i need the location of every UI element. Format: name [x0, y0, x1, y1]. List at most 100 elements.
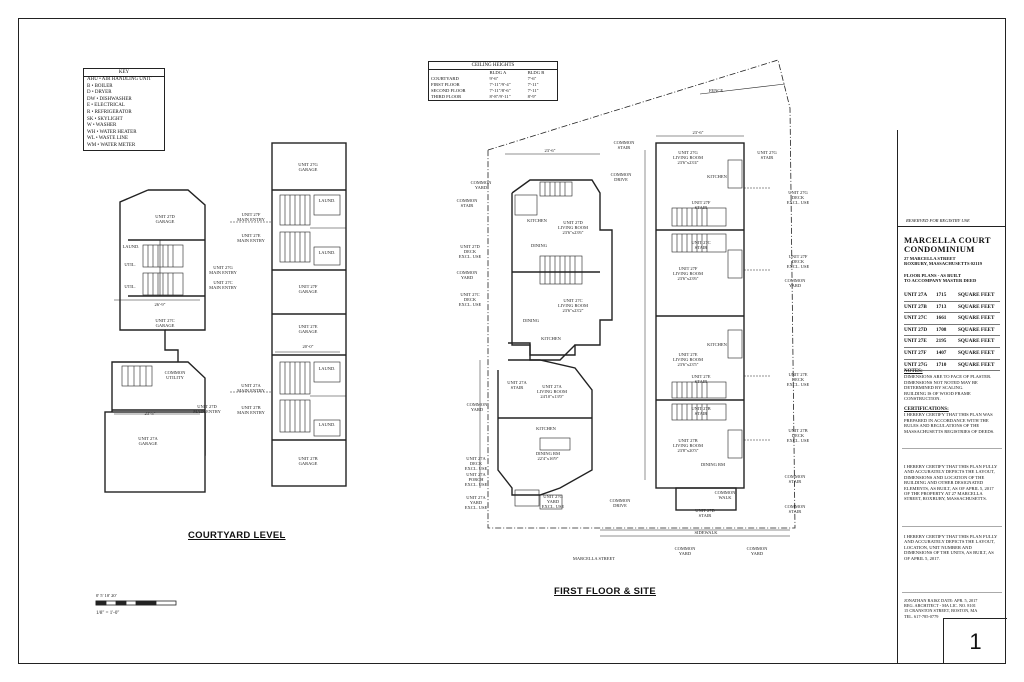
site-boundary — [487, 59, 796, 529]
common-stair-label: COMMON STAIR — [613, 140, 635, 150]
dimension-lines — [114, 135, 744, 488]
unit-area: 1661 — [936, 315, 947, 322]
dining-room-label: DINING RM — [700, 462, 726, 467]
common-yard-label: COMMON YARD — [674, 546, 696, 556]
common-drive-label: COMMON DRIVE — [610, 172, 632, 182]
common-stair-label: COMMON STAIR — [456, 198, 478, 208]
porch-27a-label: UNIT 27A PORCH EXCL. USE — [464, 472, 488, 487]
stair-27c-label: UNIT 27C STAIR — [691, 240, 711, 250]
common-stair-label: COMMON STAIR — [784, 504, 806, 514]
unit-27d-garage-label: UNIT 27D GARAGE — [155, 214, 175, 224]
table-cell: THIRD FLOOR — [431, 94, 462, 99]
key-item: WH • WATER HEATER — [87, 129, 137, 135]
table-cell: FIRST FLOOR — [431, 82, 460, 87]
yard-27a-label: UNIT 27A YARD EXCL. USE — [464, 495, 488, 510]
living-room-27g-label: UNIT 27G LIVING ROOM 23'6"x23'4" — [672, 150, 704, 165]
kitchen-label: KITCHEN — [536, 426, 556, 431]
unit-27c-garage-label: UNIT 27C GARAGE — [155, 318, 175, 328]
unit-27f-garage-label: UNIT 27F GARAGE — [298, 284, 318, 294]
unit-area-unit: SQUARE FEET — [958, 292, 995, 298]
living-room-27b-label: UNIT 27B LIVING ROOM 23'8"x20'3" — [672, 438, 704, 453]
common-yard-label: COMMON YARD — [456, 270, 478, 280]
dimension-label: 23'-5" — [144, 411, 156, 416]
unit-name: UNIT 27B — [904, 303, 927, 310]
dimension-label: 23'-6" — [544, 148, 556, 153]
main-entry-label: UNIT 27A MAIN ENTRY — [237, 383, 265, 393]
table-cell: 9'-6" — [489, 76, 499, 81]
ceiling-heights-table: CEILING HEIGHTS BLDG A BLDG B COURTYARD … — [428, 61, 558, 101]
table-row: FIRST FLOOR 7'-11"/9'-4" 7'-11" — [429, 82, 557, 88]
notes-section: NOTES: DIMENSIONS ARE TO FACE OF PLASTER… — [904, 368, 1000, 401]
key-item: AHU • AIR HANDLING UNIT — [87, 77, 152, 82]
key-item: W • WASHER — [87, 123, 117, 129]
courtyard-left-building — [104, 189, 206, 493]
table-cell: 7'-11" — [527, 82, 539, 87]
living-room-27e-label: UNIT 27E LIVING ROOM 23'6"x23'5" — [672, 352, 704, 367]
stair-27a-label: UNIT 27A STAIR — [507, 380, 527, 390]
certification-2: I HEREBY CERTIFY THAT THIS PLAN FULLY AN… — [904, 464, 998, 502]
yard-27g-label: UNIT 27G YARD EXCL. USE — [541, 494, 565, 509]
building-b-first-floor — [655, 142, 745, 511]
key-title: KEY — [84, 69, 164, 77]
courtyard-right-stairs — [230, 194, 346, 437]
courtyard-level-title: COURTYARD LEVEL — [188, 530, 286, 541]
living-room-27f-label: UNIT 27F LIVING ROOM 23'6"x23'6" — [672, 266, 704, 281]
unit-area-unit: SQUARE FEET — [958, 361, 995, 368]
unit-area-unit: SQUARE FEET — [958, 315, 995, 322]
key-item: D • DRYER — [87, 90, 112, 96]
sidewalk-label: SIDEWALK — [694, 530, 718, 535]
unit-area: 1715 — [936, 292, 947, 298]
table-header: BLDG A — [489, 70, 507, 75]
table-cell: 8'-9" — [527, 94, 537, 99]
unit-area-unit: SQUARE FEET — [958, 326, 995, 333]
main-entry-label: UNIT 27D MAIN ENTRY — [193, 404, 221, 414]
unit-area-unit: SQUARE FEET — [958, 338, 995, 345]
main-entry-label: UNIT 27B MAIN ENTRY — [237, 405, 265, 415]
unit-name: UNIT 27E — [904, 338, 927, 345]
common-yard-label: COMMON YARD — [466, 402, 488, 412]
main-entry-label: UNIT 27G MAIN ENTRY — [209, 265, 237, 275]
unit-area: 1708 — [936, 326, 947, 333]
kitchen-label: KITCHEN — [541, 336, 561, 341]
laund-label: LAUND. — [122, 244, 140, 249]
table-row: THIRD FLOOR 8'-8"/9'-11" 8'-9" — [429, 94, 557, 100]
deck-27d-label: UNIT 27D DECK EXCL. USE — [458, 244, 482, 259]
unit-27a-garage-label: UNIT 27A GARAGE — [138, 436, 158, 446]
unit-name: UNIT 27F — [904, 349, 927, 356]
building-a-stairs — [514, 181, 583, 510]
title-block: RESERVED FOR REGISTRY USE MARCELLA COURT… — [897, 130, 1007, 664]
stair-27e-label: UNIT 27E STAIR — [691, 374, 711, 384]
kitchen-label: KITCHEN — [707, 174, 727, 179]
common-walk-label: COMMON WALK — [714, 490, 736, 500]
laund-label: LAUND. — [318, 198, 336, 203]
sidewalk — [600, 529, 790, 537]
common-yard-label: COMMON YARD — [470, 180, 492, 190]
table-cell: 7'-11" — [527, 88, 539, 93]
ceiling-heights-grid: BLDG A BLDG B COURTYARD 9'-6" 7'-6" FIRS… — [429, 70, 557, 100]
unit-name: UNIT 27A — [904, 292, 928, 298]
table-cell: 8'-8"/9'-11" — [489, 94, 511, 99]
courtyard-left-stairs — [121, 240, 184, 387]
table-cell: COURTYARD — [431, 76, 459, 81]
unit-name: UNIT 27C — [904, 315, 928, 322]
building-b-stairs-and-decks — [671, 159, 770, 459]
unit-name: UNIT 27D — [904, 326, 928, 333]
common-yard-label: COMMON YARD — [784, 278, 806, 288]
kitchen-label: KITCHEN — [527, 218, 547, 223]
common-stair-label: COMMON STAIR — [784, 474, 806, 484]
divider — [902, 592, 1002, 593]
table-cell: 7'-11"/9'-4" — [489, 82, 511, 87]
living-room-27c-label: UNIT 27C LIVING ROOM 23'6"x23'2" — [557, 298, 589, 313]
unit-27e-garage-label: UNIT 27E GARAGE — [298, 324, 318, 334]
deck-27e-label: UNIT 27E DECK EXCL. USE — [786, 372, 810, 387]
dining-label: DINING — [531, 243, 547, 248]
certification-1: I HEREBY CERTIFY THAT THIS PLAN WAS PREP… — [904, 412, 995, 434]
main-entry-label: UNIT 27E MAIN ENTRY — [237, 233, 265, 243]
table-row: SECOND FLOOR 7'-11"/8'-6" 7'-11" — [429, 88, 557, 94]
common-yard-label: COMMON YARD — [746, 546, 768, 556]
scale-label: 1/8" = 1'-0" — [96, 611, 120, 616]
divider — [902, 526, 1002, 527]
